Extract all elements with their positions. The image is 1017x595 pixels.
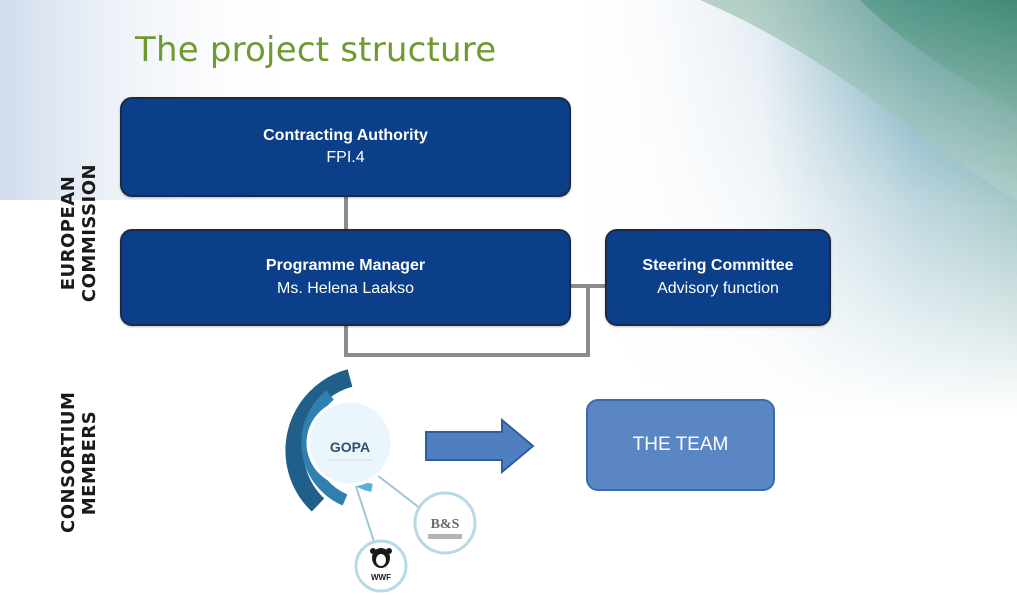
- team-box: THE TEAM: [586, 399, 775, 491]
- programme-manager-subtitle: Ms. Helena Laakso: [277, 279, 414, 297]
- gopa-logo-text: GOPA: [330, 439, 370, 455]
- arrow-right-icon: [425, 417, 535, 475]
- steering-committee-subtitle: Advisory function: [657, 279, 779, 297]
- connector-manager-loop: [344, 284, 590, 357]
- consortium-members-line-1: CONSORTIUM: [58, 391, 79, 533]
- european-commission-line-2: COMMISSION: [78, 163, 100, 303]
- bs-logo-text: B&S: [431, 517, 460, 532]
- consortium-members-label: CONSORTIUM MEMBERS: [58, 391, 105, 533]
- steering-committee-box: Steering Committee Advisory function: [605, 229, 831, 326]
- contracting-authority-title: Contracting Authority: [263, 126, 428, 144]
- wwf-logo-text: WWF: [371, 573, 391, 582]
- wwf-logo-icon: WWF: [354, 539, 408, 593]
- programme-manager-title: Programme Manager: [265, 257, 426, 275]
- steering-committee-title: Steering Committee: [642, 257, 794, 275]
- connector-lines: [344, 197, 608, 357]
- programme-manager-box: Programme Manager Ms. Helena Laakso: [120, 229, 571, 326]
- slide-title: The project structure: [135, 30, 497, 70]
- european-commission-line-1: EUROPEAN: [58, 175, 79, 291]
- contracting-authority-box: Contracting Authority FPI.4: [120, 97, 571, 197]
- european-commission-label: EUROPEAN COMMISSION: [58, 163, 105, 303]
- gopa-logo-icon: GOPA: [285, 369, 394, 512]
- contracting-authority-subtitle: FPI.4: [326, 149, 365, 166]
- bs-logo-icon: B&S: [413, 491, 477, 555]
- consortium-members-line-2: MEMBERS: [78, 410, 100, 516]
